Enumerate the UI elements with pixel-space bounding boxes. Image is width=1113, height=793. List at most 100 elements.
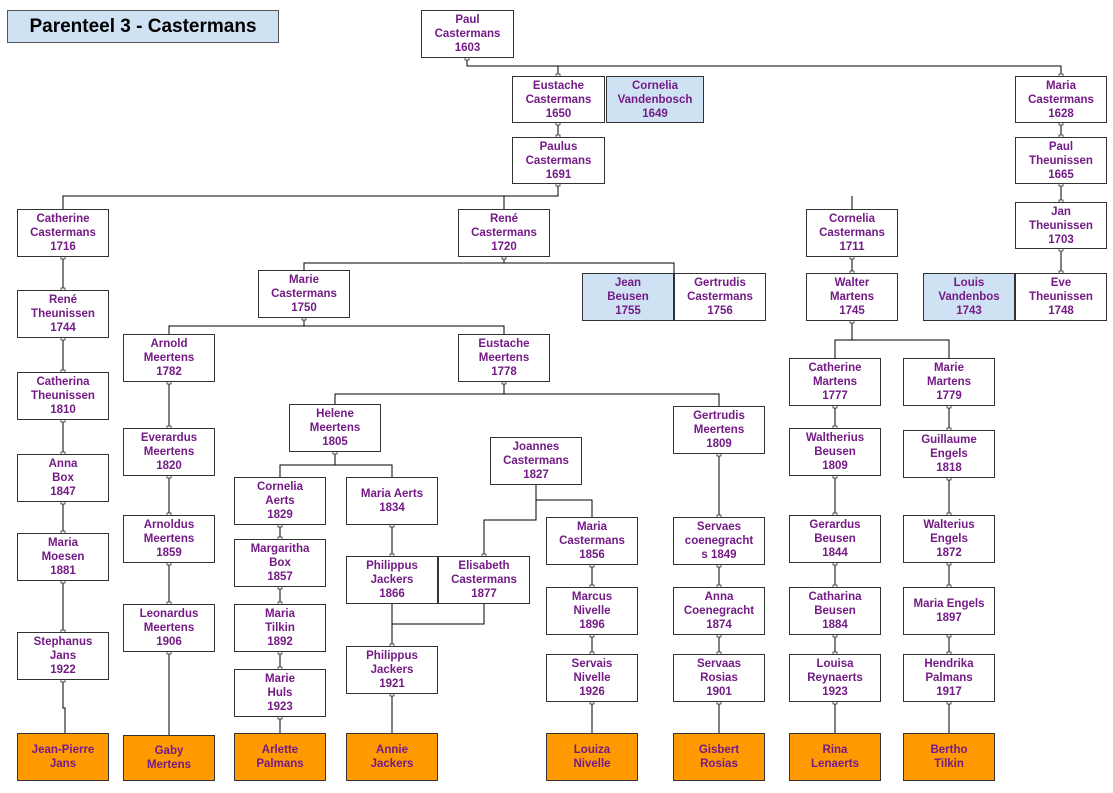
person-box-maria-aerts-1834: Maria Aerts 1834 — [346, 477, 438, 525]
person-box-stephanus-1922: Stephanus Jans 1922 — [17, 632, 109, 680]
person-box-rene-1720: René Castermans 1720 — [458, 209, 550, 257]
person-box-elisabeth-1877: Elisabeth Castermans 1877 — [438, 556, 530, 604]
person-box-bertho: Bertho Tilkin — [903, 733, 995, 781]
person-box-gerardus-1844: Gerardus Beusen 1844 — [789, 515, 881, 563]
person-box-louis-1743: Louis Vandenbos 1743 — [923, 273, 1015, 321]
person-name: Maria Tilkin 1892 — [264, 608, 296, 648]
person-name: Catherina Theunissen 1810 — [31, 376, 95, 416]
person-box-marcus-1896: Marcus Nivelle 1896 — [546, 587, 638, 635]
person-box-maria-1628: Maria Castermans 1628 — [1015, 76, 1107, 123]
person-name: Joannes Castermans 1827 — [503, 441, 569, 481]
connector-line — [535, 485, 593, 517]
person-box-maria-moesen-1881: Maria Moesen 1881 — [17, 533, 109, 581]
person-box-philippus-1866: Philippus Jackers 1866 — [346, 556, 438, 604]
person-name: Maria Aerts 1834 — [360, 488, 424, 514]
person-name: Eustache Meertens 1778 — [478, 338, 530, 378]
connector-line — [466, 58, 1062, 76]
person-box-hendrika-1917: Hendrika Palmans 1917 — [903, 654, 995, 702]
person-box-maria-tilkin-1892: Maria Tilkin 1892 — [234, 604, 326, 652]
person-box-cornelia-1649: Cornelia Vandenbosch 1649 — [606, 76, 704, 123]
person-name: Gertrudis Meertens 1809 — [693, 410, 745, 450]
person-name: Hendrika Palmans 1917 — [924, 658, 974, 698]
person-name: Jean-Pierre Jans — [31, 744, 95, 770]
person-box-philippus-1921: Philippus Jackers 1921 — [346, 646, 438, 694]
person-box-louiza: Louiza Nivelle — [546, 733, 638, 781]
person-name: Arlette Palmans — [256, 744, 304, 770]
person-box-rina: Rina Lenaerts — [789, 733, 881, 781]
person-box-catherine-1716: Catherine Castermans 1716 — [17, 209, 109, 257]
connector-line — [62, 184, 559, 209]
person-box-gertrudis-1756: Gertrudis Castermans 1756 — [674, 273, 766, 321]
person-name: Cornelia Vandenbosch 1649 — [617, 79, 693, 120]
person-box-louisa-1923: Louisa Reynaerts 1923 — [789, 654, 881, 702]
person-box-jan-1703: Jan Theunissen 1703 — [1015, 202, 1107, 249]
person-box-eustache-1778: Eustache Meertens 1778 — [458, 334, 550, 382]
person-name: Catherine Martens 1777 — [808, 362, 862, 402]
connector-line — [483, 485, 537, 556]
connector-line — [504, 393, 720, 406]
person-box-maria-c-1856: Maria Castermans 1856 — [546, 517, 638, 565]
person-name: Arnoldus Meertens 1859 — [143, 519, 195, 559]
person-name: Stephanus Jans 1922 — [33, 636, 93, 676]
person-name: Gertrudis Castermans 1756 — [687, 277, 753, 317]
person-name: Leonardus Meertens 1906 — [139, 608, 199, 648]
person-box-anna-box-1847: Anna Box 1847 — [17, 454, 109, 502]
person-box-annie: Annie Jackers — [346, 733, 438, 781]
connector-line — [62, 680, 66, 733]
person-box-everardus-1820: Everardus Meertens 1820 — [123, 428, 215, 476]
person-name: Maria Engels 1897 — [913, 598, 985, 624]
person-box-cornelia-1711: Cornelia Castermans 1711 — [806, 209, 898, 257]
person-name: Elisabeth Castermans 1877 — [451, 560, 517, 600]
person-box-rene-th-1744: René Theunissen 1744 — [17, 290, 109, 338]
person-box-paul-th-1665: Paul Theunissen 1665 — [1015, 137, 1107, 184]
person-name: Everardus Meertens 1820 — [140, 432, 198, 472]
person-name: Louiza Nivelle — [573, 744, 611, 770]
connector-line — [303, 257, 505, 270]
person-name: Servaes coenegracht s 1849 — [684, 521, 754, 561]
person-name: Paul Theunissen 1665 — [1029, 140, 1093, 181]
person-name: Servaas Rosias 1901 — [696, 658, 742, 698]
person-name: Gerardus Beusen 1844 — [809, 519, 861, 559]
person-box-gisbert: Gisbert Rosias — [673, 733, 765, 781]
person-box-cornelia-aerts-1829: Cornelia Aerts 1829 — [234, 477, 326, 525]
person-name: Margaritha Box 1857 — [250, 543, 310, 583]
person-box-marie-1750: Marie Castermans 1750 — [258, 270, 350, 318]
person-name: Annie Jackers — [370, 744, 414, 770]
person-name: Servais Nivelle 1926 — [571, 658, 613, 698]
person-box-walter-1745: Walter Martens 1745 — [806, 273, 898, 321]
person-name: Anna Coenegracht 1874 — [683, 591, 755, 631]
person-box-maria-engels-1897: Maria Engels 1897 — [903, 587, 995, 635]
connector-line — [852, 339, 950, 358]
person-name: Cornelia Castermans 1711 — [819, 213, 885, 253]
person-box-margaritha-1857: Margaritha Box 1857 — [234, 539, 326, 587]
person-box-jean-pierre: Jean-Pierre Jans — [17, 733, 109, 781]
person-name: Rina Lenaerts — [811, 744, 859, 770]
person-name: Marie Castermans 1750 — [271, 274, 337, 314]
person-name: Anna Box 1847 — [48, 458, 78, 498]
person-name: Jean Beusen 1755 — [607, 277, 649, 317]
person-box-arlette: Arlette Palmans — [234, 733, 326, 781]
person-name: Maria Castermans 1856 — [559, 521, 625, 561]
connector-line — [335, 464, 393, 477]
person-name: Gisbert Rosias — [698, 744, 740, 770]
person-name: Walter Martens 1745 — [829, 277, 875, 317]
person-name: Walterius Engels 1872 — [923, 519, 975, 559]
connector-line — [279, 452, 336, 477]
person-name: Philippus Jackers 1921 — [366, 650, 418, 690]
person-name: Paul Castermans 1603 — [434, 14, 501, 54]
person-box-eustache-1650: Eustache Castermans 1650 — [512, 76, 605, 123]
person-box-servaas-1901: Servaas Rosias 1901 — [673, 654, 765, 702]
connector-line — [834, 321, 853, 358]
person-name: Jan Theunissen 1703 — [1029, 205, 1093, 246]
person-name: Eve Theunissen 1748 — [1029, 277, 1093, 317]
person-box-catharina-1884: Catharina Beusen 1884 — [789, 587, 881, 635]
connector-line — [334, 382, 505, 404]
person-box-jean-1755: Jean Beusen 1755 — [582, 273, 674, 321]
person-name: René Castermans 1720 — [471, 213, 537, 253]
connector-line — [304, 325, 505, 334]
person-box-arnoldus-1859: Arnoldus Meertens 1859 — [123, 515, 215, 563]
person-name: Catharina Beusen 1884 — [808, 591, 862, 631]
person-name: Marcus Nivelle 1896 — [571, 591, 613, 631]
person-name: Waltherius Beusen 1809 — [805, 432, 865, 472]
person-box-waltherius-1809: Waltherius Beusen 1809 — [789, 428, 881, 476]
